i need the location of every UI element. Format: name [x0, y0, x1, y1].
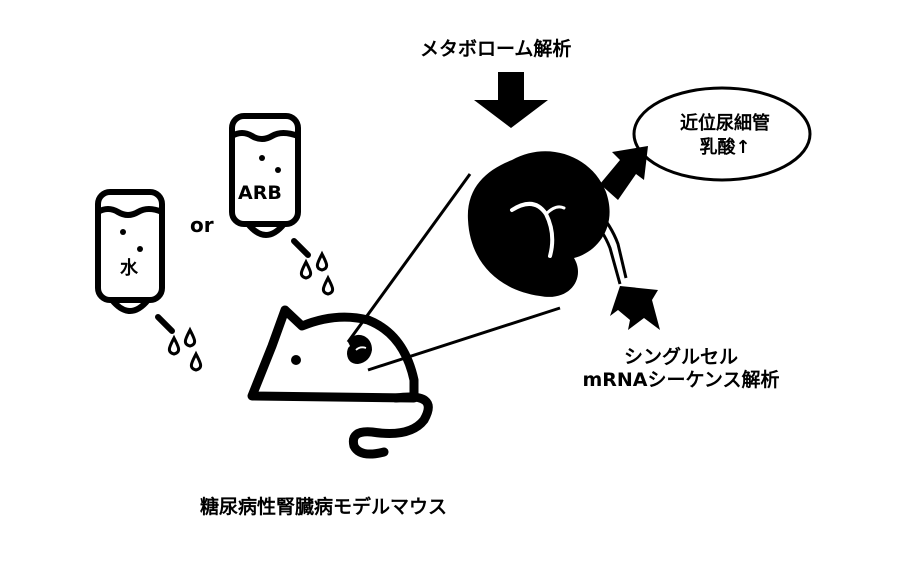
result-text: 近位尿細管 乳酸↑ — [655, 112, 795, 161]
arb-label: ARB — [238, 182, 282, 204]
water-droplets-icon — [167, 326, 203, 372]
result-text-line1: 近位尿細管 — [680, 113, 770, 134]
singlecell-label-line2: mRNAシーケンス解析 — [582, 368, 780, 391]
singlecell-arrow-icon — [610, 286, 660, 330]
zoom-lines — [346, 173, 561, 372]
mouse-icon — [247, 305, 433, 459]
kidney-icon — [467, 151, 610, 297]
water-bottle-dots — [120, 229, 143, 252]
mouse-kidney-icon — [347, 334, 372, 364]
kidney-ureter — [551, 180, 628, 285]
water-label: 水 — [120, 258, 138, 279]
mouse-eye — [291, 355, 301, 365]
metabolome-label: メタボローム解析 — [420, 38, 572, 60]
or-label: or — [190, 213, 214, 237]
arb-droplets-icon — [299, 250, 335, 296]
arb-bottle — [229, 113, 311, 258]
result-text-line2: 乳酸↑ — [699, 137, 751, 159]
arb-bottle-dots — [259, 155, 281, 173]
singlecell-label-line1: シングルセル — [623, 346, 738, 368]
result-arrow-icon — [600, 146, 648, 200]
singlecell-label: シングルセル mRNAシーケンス解析 — [566, 346, 796, 392]
metabolome-arrow-icon — [474, 72, 548, 128]
water-bottle — [95, 189, 175, 334]
result-ellipse — [632, 86, 812, 182]
model-label: 糖尿病性腎臓病モデルマウス — [200, 496, 448, 518]
